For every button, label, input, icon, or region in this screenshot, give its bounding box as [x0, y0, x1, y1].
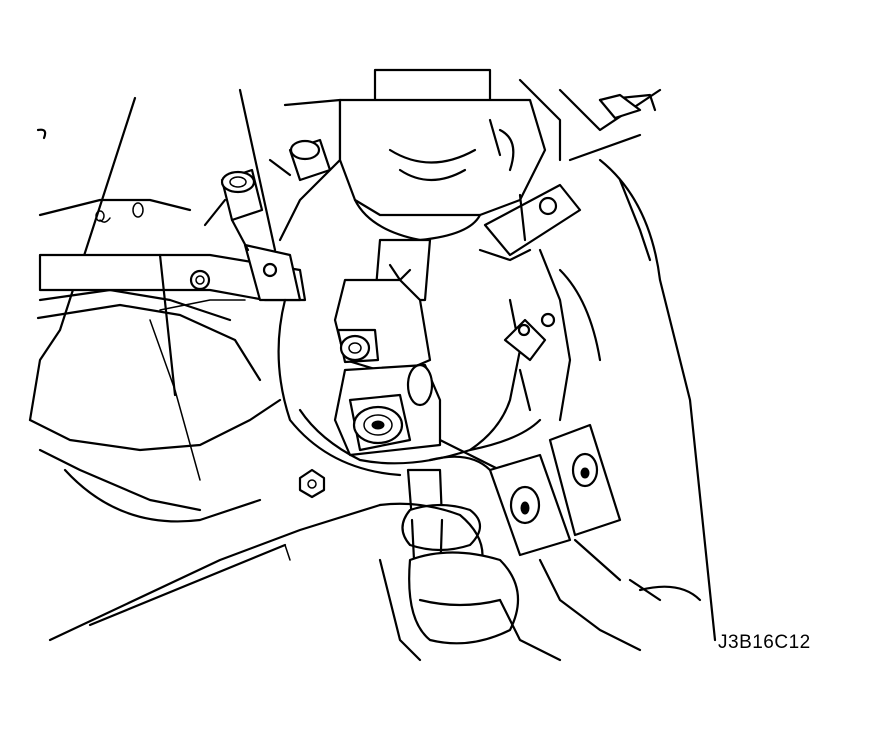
- upper-universal-joint: [333, 278, 432, 377]
- floor-nut: [298, 468, 326, 499]
- lower-universal-joint: [333, 363, 442, 457]
- left-mounting-bracket: [38, 243, 307, 397]
- dash-seal-boot: [277, 298, 542, 477]
- upper-right-clamp: [478, 183, 582, 262]
- upper-column-housing: [238, 68, 562, 252]
- left-body-panel: [28, 96, 282, 523]
- lower-steering-gear: [48, 502, 702, 662]
- upper-right-panel: [558, 88, 717, 642]
- upper-left-bolt: [203, 168, 264, 252]
- right-support-bracket: [503, 248, 602, 422]
- lower-clamp-bracket: [488, 423, 642, 652]
- figure-code: J3B16C12: [718, 632, 811, 653]
- upper-center-bolt: [268, 138, 332, 182]
